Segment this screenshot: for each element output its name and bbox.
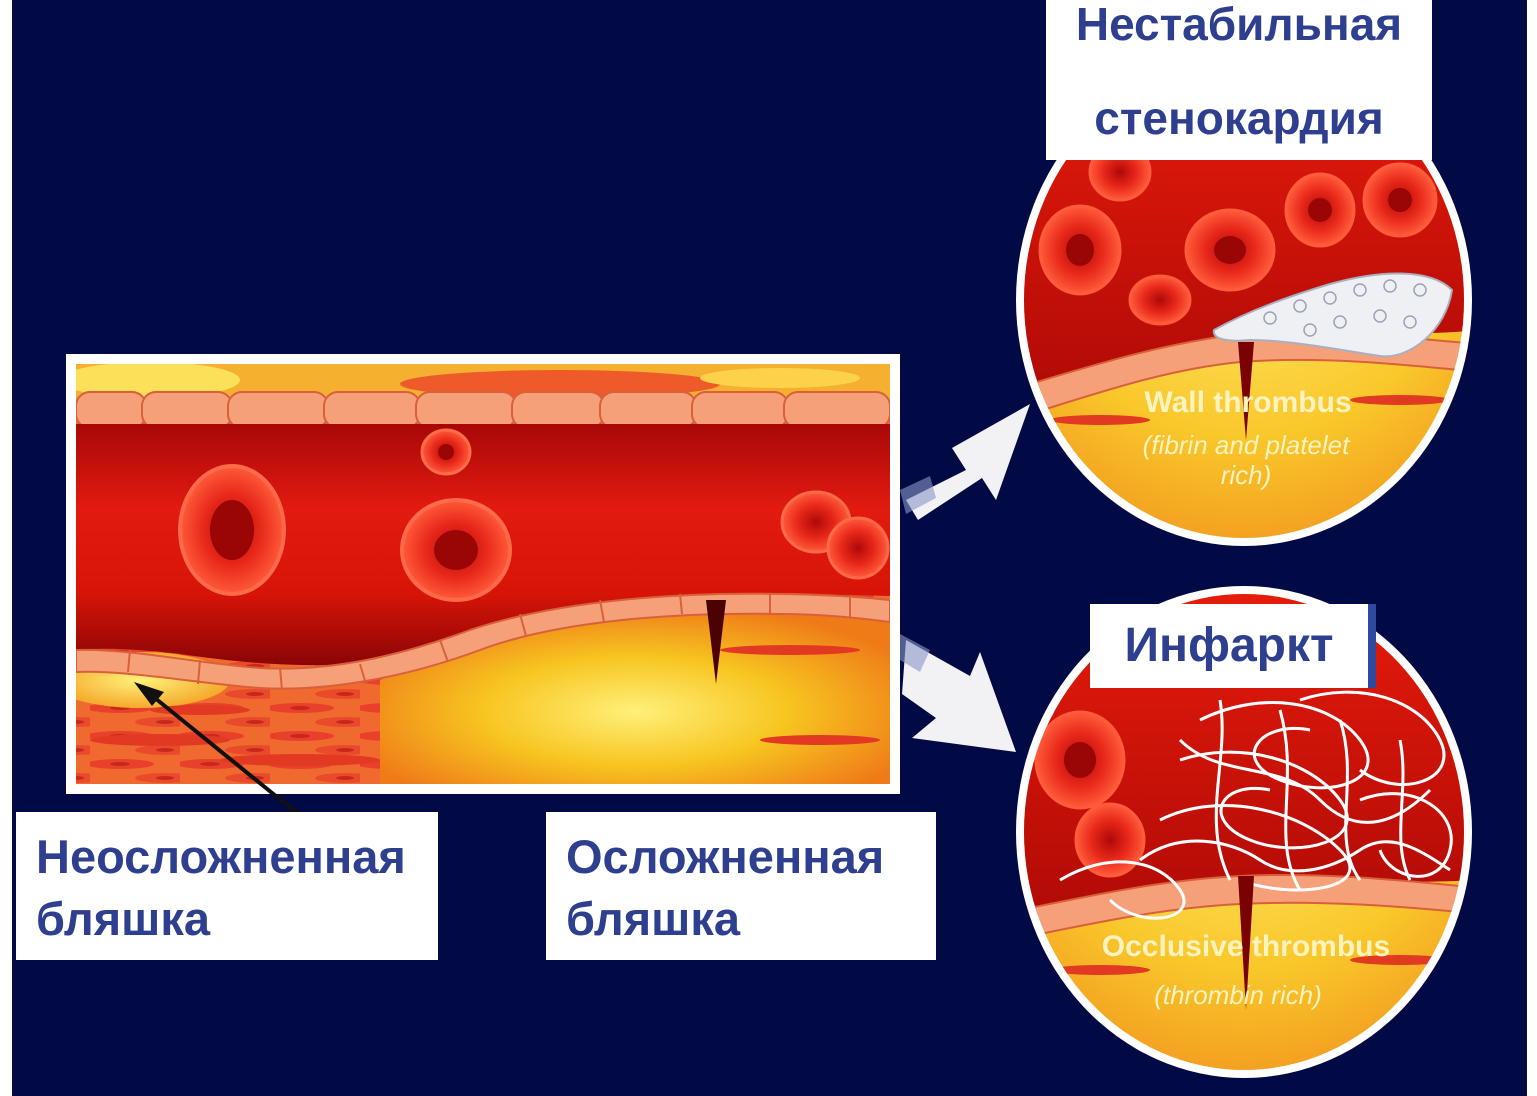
occlusive-thrombus-subtitle: (thrombin rich) (1154, 980, 1322, 1010)
label-infarction: Инфаркт (1090, 604, 1376, 688)
arrow-to-infarction (900, 634, 1016, 752)
label-complicated-plaque-line-1: Осложненная (566, 826, 936, 888)
top-endothelium (76, 392, 890, 428)
label-unstable-angina-line-2: стенокардия (1046, 93, 1432, 143)
wall-thrombus-subtitle-2: rich) (1221, 460, 1272, 490)
label-unstable-angina: Нестабильная стенокардия (1046, 0, 1432, 160)
label-uncomplicated-plaque: Неосложненная бляшка (16, 812, 438, 960)
label-uncomplicated-plaque-line-1: Неосложненная (36, 826, 438, 888)
wall-thrombus-subtitle-1: (fibrin and platelet (1143, 430, 1351, 460)
label-infarction-text: Инфаркт (1090, 604, 1368, 688)
arrow-to-unstable-angina (900, 404, 1030, 520)
label-complicated-plaque: Осложненная бляшка (546, 812, 936, 960)
artery-section (50, 354, 900, 794)
label-uncomplicated-plaque-line-2: бляшка (36, 888, 438, 950)
wall-thrombus-title: Wall thrombus (1144, 386, 1351, 419)
label-unstable-angina-line-1: Нестабильная (1046, 0, 1432, 49)
occlusive-thrombus-title: Occlusive thrombus (1102, 930, 1390, 963)
label-complicated-plaque-line-2: бляшка (566, 888, 936, 950)
